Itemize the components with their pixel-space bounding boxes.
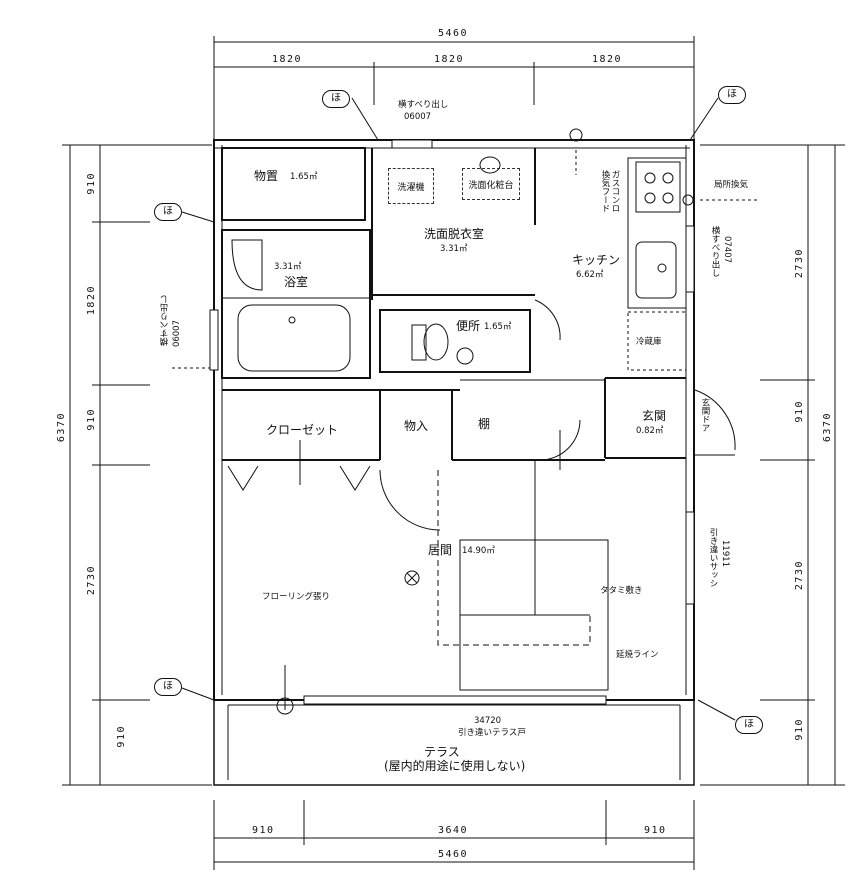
dim-right-seg-1: 2730 [794,248,805,279]
toilet-bowl [423,323,449,361]
kitchen-sink [635,241,677,299]
room-kitchen-name: キッチン [572,253,621,267]
toilet-fan [456,347,474,365]
room-entrance-area: 0.82㎡ [636,426,664,436]
dim-top-total: 5460 [438,28,469,39]
dim-bottom-seg-2: 3640 [438,825,469,836]
toilet-tank [411,324,427,361]
entrance-door-label: 玄関ドア [700,398,710,432]
vanity-box: 洗面化粧台 [462,168,520,200]
fridge-label: 冷蔵庫 [636,337,662,347]
window-right-code: 07407 [722,236,732,264]
dim-right-seg-3: 2730 [794,560,805,591]
kitchen-counter [627,157,687,309]
dim-left-seg-1: 910 [86,172,97,195]
window-top-label: 横すべり出し [398,100,449,110]
ho-marker-left-lower: ほ [154,678,182,696]
ho-marker-top-right: ほ [718,86,746,104]
tatami-label: タタミ敷き [600,586,643,596]
ho-marker-right-lower: ほ [735,716,763,734]
vanity-sink [479,156,501,174]
room-living-area: 14.90㎡ [462,546,495,556]
room-toilet-area: 1.65㎡ [484,322,512,332]
shelf-label: 棚 [478,417,491,431]
terrace-door-code: 34720 [474,716,502,726]
window-left-code: 06007 [172,320,182,348]
terrace-door-label: 引き違いテラス戸 [458,728,526,738]
dim-left-total: 6370 [56,412,67,443]
room-toilet-name: 便所 [456,319,481,333]
door-swing-entrance [694,389,736,451]
ceiling-light [404,570,420,586]
dim-top-seg-2: 1820 [434,54,465,65]
terrace-note: (屋内的用途に使用しない) [384,759,526,773]
door-swing-storage [379,469,441,531]
room-washroom-name: 洗面脱衣室 [424,227,485,241]
room-storage-name: 物置 [254,169,279,183]
dim-right-total: 6370 [822,412,833,443]
dim-bottom-seg-3: 910 [644,825,667,836]
gas-hood-label: ガスコンロ 換気フード [600,170,620,213]
ventilation-label: 局所換気 [714,180,749,190]
bath-basin [231,239,263,291]
washer-box: 洗濯機 [388,168,434,204]
room-storage-area: 1.65㎡ [290,172,318,182]
terrace-name: テラス [424,745,460,759]
dim-left-seg-2: 1820 [86,285,97,316]
dim-right-seg-2: 910 [794,400,805,423]
fire-spread-line [437,470,591,646]
room-closet-name: クローゼット [266,423,339,437]
dim-top-seg-1: 1820 [272,54,303,65]
fridge-box [627,311,687,371]
dim-bottom-seg-1: 910 [252,825,275,836]
room-entrance-name: 玄関 [642,409,667,423]
outer-wall [213,139,695,701]
room-bath-name: 浴室 [284,275,309,289]
window-right-label: 横すべり出し [710,226,720,277]
dim-left-seg-3: 910 [86,408,97,431]
dim-left-seg-5: 910 [116,725,127,748]
fixtures [172,97,760,721]
room-storage2-name: 物入 [404,419,429,433]
room-bath-area: 3.31㎡ [274,262,302,272]
dim-bottom-total: 5460 [438,849,469,860]
room-washroom-area: 3.31㎡ [440,244,468,254]
ho-marker-left-upper: ほ [154,203,182,221]
window-slide-code: 11911 [720,540,730,568]
gas-stove [635,161,681,213]
ho-marker-top-left: ほ [322,90,350,108]
room-kitchen-area: 6.62㎡ [576,270,604,280]
vanity-label: 洗面化粧台 [468,180,514,191]
dim-right-seg-4: 910 [794,718,805,741]
flooring-label: フローリング張り [262,592,331,602]
window-slide-label: 引き違いサッシ [708,528,718,588]
room-living-name: 居間 [428,543,453,557]
bathtub [237,304,351,372]
fire-spread-label: 延焼ライン [616,650,659,660]
washer-label: 洗濯機 [397,182,425,193]
dim-left-seg-4: 2730 [86,565,97,596]
window-top-code: 06007 [404,112,432,122]
dim-top-seg-3: 1820 [592,54,623,65]
window-left-label: 横すべり出し [160,295,170,346]
